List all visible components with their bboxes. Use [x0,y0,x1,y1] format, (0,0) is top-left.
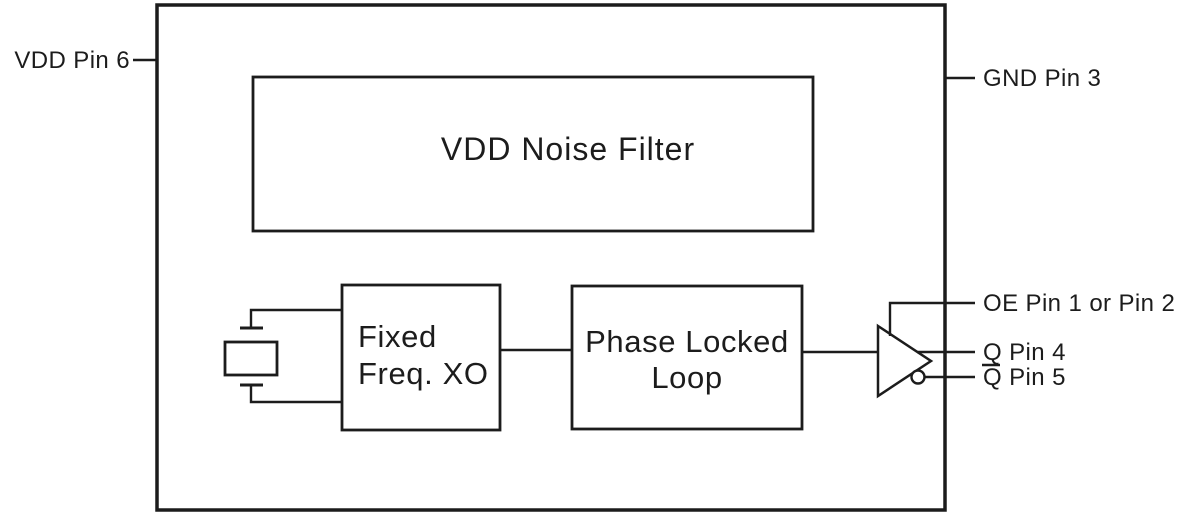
phase-locked-loop-label-line1: Phase Locked [585,324,789,359]
oe-pin-label: OE Pin 1 or Pin 2 [983,290,1175,317]
crystal-top-wire [249,308,342,328]
wire-oe-enable [888,301,975,336]
q-pin-label: Q Pin 4 [983,339,1066,366]
crystal-icon [223,308,342,404]
crystal-bottom-wire [249,385,342,404]
inverting-bubble-icon [910,369,926,385]
fixed-freq-xo-block [340,283,502,432]
crystal-body [223,340,279,377]
qbar-pin-label: Q Pin 5 [983,364,1066,391]
phase-locked-loop-block [570,284,804,431]
gnd-pin-label: GND Pin 3 [983,65,1101,92]
phase-locked-loop-label-line2: Loop [651,360,722,395]
output-buffer-icon [876,323,934,399]
vdd-noise-filter-label: VDD Noise Filter [441,131,695,167]
fixed-freq-xo-label-line1: Fixed [358,319,437,354]
vdd-noise-filter-block [251,75,815,233]
fixed-freq-xo-label-line2: Freq. XO [358,356,489,391]
vdd-pin-label: VDD Pin 6 [14,47,130,74]
